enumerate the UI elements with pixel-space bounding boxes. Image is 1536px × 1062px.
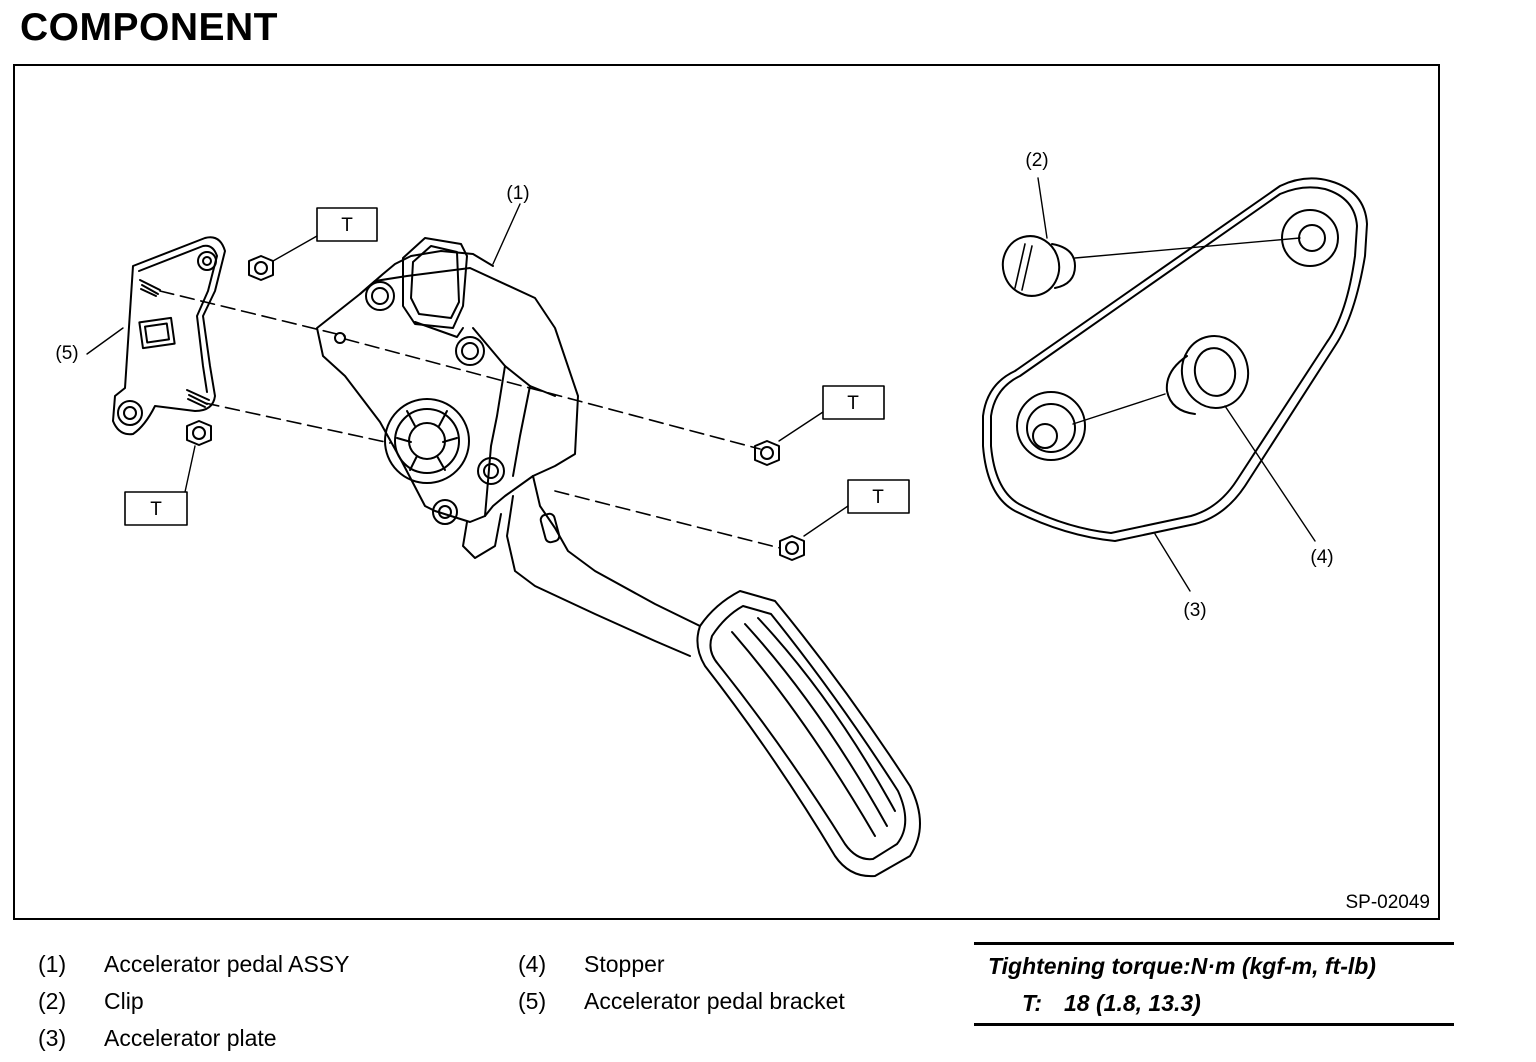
legend-item: (3) Accelerator plate bbox=[38, 1025, 478, 1062]
stopper-drawing bbox=[1072, 335, 1250, 425]
flange-nut-center bbox=[754, 440, 780, 466]
torque-marker-label: T bbox=[341, 215, 353, 236]
legend-column-1: (1) Accelerator pedal ASSY (2) Clip (3) … bbox=[38, 951, 478, 1062]
legend-text: Accelerator plate bbox=[104, 1025, 277, 1051]
callout-2: (2) bbox=[1025, 150, 1048, 171]
legend-number: (4) bbox=[518, 951, 547, 977]
torque-label: T: bbox=[1022, 990, 1043, 1016]
clip-drawing bbox=[1001, 235, 1301, 297]
legend-text: Accelerator pedal bracket bbox=[584, 988, 845, 1014]
accelerator-pedal-bracket-drawing bbox=[112, 236, 226, 436]
figure-id: SP-02049 bbox=[1345, 892, 1430, 913]
component-diagram: T T T T bbox=[13, 64, 1440, 920]
torque-value-line: T: 18 (1.8, 13.3) bbox=[1022, 990, 1201, 1017]
legend-item: (2) Clip bbox=[38, 988, 478, 1025]
legend-number: (3) bbox=[38, 1025, 67, 1051]
torque-marker-label: T bbox=[872, 487, 884, 508]
flange-nut-lower-left bbox=[186, 420, 212, 446]
torque-marker-label: T bbox=[847, 393, 859, 414]
torque-marker-boxes bbox=[124, 207, 910, 537]
legend-item: (1) Accelerator pedal ASSY bbox=[38, 951, 478, 988]
callout-1: (1) bbox=[506, 183, 529, 204]
torque-value: 18 (1.8, 13.3) bbox=[1064, 990, 1201, 1016]
callout-3: (3) bbox=[1183, 600, 1206, 621]
torque-spec-box: Tightening torque:N·m (kgf-m, ft-lb) T: 1… bbox=[974, 942, 1454, 1026]
legend-text: Clip bbox=[104, 988, 144, 1014]
callout-leaders bbox=[86, 177, 1316, 592]
legend-number: (5) bbox=[518, 988, 547, 1014]
legend-text: Stopper bbox=[584, 951, 665, 977]
accelerator-pedal-assy-drawing bbox=[316, 237, 921, 878]
flange-nut-lower-right bbox=[779, 535, 805, 561]
legend-item: (4) Stopper bbox=[518, 951, 958, 988]
assembly-lines bbox=[159, 290, 781, 549]
flange-nut-upper-left bbox=[248, 255, 274, 281]
legend-number: (1) bbox=[38, 951, 67, 977]
legend-text: Accelerator pedal ASSY bbox=[104, 951, 350, 977]
page-title: COMPONENT bbox=[20, 6, 278, 49]
callout-5: (5) bbox=[55, 343, 78, 364]
exploded-view-drawing: T T T T bbox=[55, 150, 1368, 878]
legend-number: (2) bbox=[38, 988, 67, 1014]
callout-4: (4) bbox=[1310, 547, 1333, 568]
torque-heading: Tightening torque:N·m (kgf-m, ft-lb) bbox=[988, 953, 1376, 979]
accelerator-plate-drawing bbox=[982, 177, 1368, 542]
torque-marker-label: T bbox=[150, 499, 162, 520]
legend-item: (5) Accelerator pedal bracket bbox=[518, 988, 958, 1025]
legend-column-2: (4) Stopper (5) Accelerator pedal bracke… bbox=[518, 951, 958, 1025]
